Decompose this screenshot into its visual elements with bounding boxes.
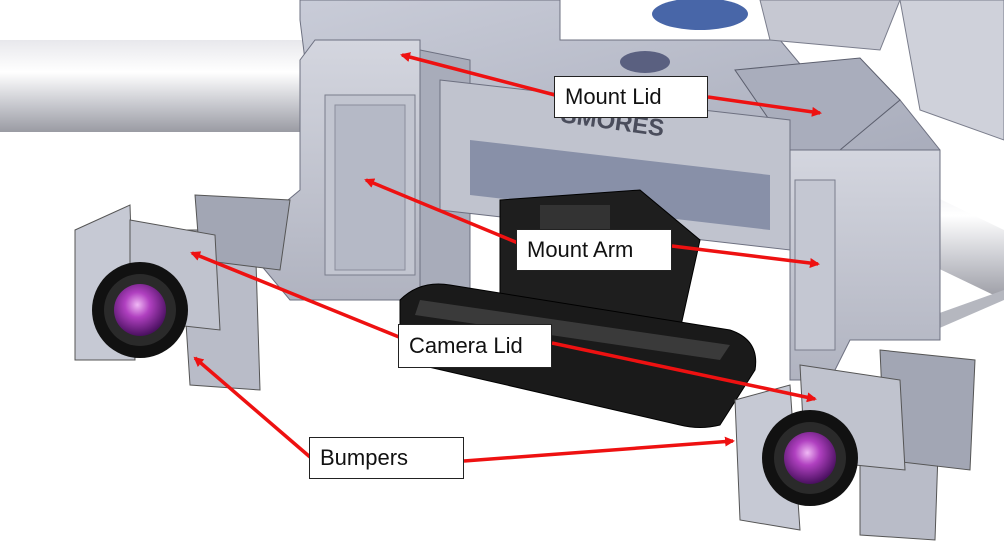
camera-lid-label: Camera Lid [398, 324, 552, 368]
arrow-mount-lid-left [400, 52, 556, 97]
mount-lid-text: Mount Lid [565, 84, 662, 109]
arrow-mount-lid-right [707, 95, 822, 117]
left-camera [92, 219, 221, 358]
camera-lid-part [398, 283, 757, 428]
callout-arrows [190, 52, 822, 463]
bumpers-label: Bumpers [309, 437, 464, 479]
mount-arm-text: Mount Arm [527, 237, 634, 262]
right-camera [762, 364, 906, 506]
arrow-mount-arm-left [364, 178, 519, 245]
arrow-bumpers-right [463, 436, 735, 463]
arrow-mount-arm-right [671, 244, 820, 268]
mount-arm-label: Mount Arm [516, 229, 672, 271]
mount-lid-label: Mount Lid [554, 76, 708, 118]
arrow-camera-lid-left [190, 251, 400, 339]
arrow-camera-lid-right [551, 341, 817, 403]
left-tube [0, 40, 320, 132]
arrow-bumpers-left [193, 356, 312, 459]
bumpers-text: Bumpers [320, 445, 409, 470]
camera-lid-text: Camera Lid [409, 333, 523, 358]
